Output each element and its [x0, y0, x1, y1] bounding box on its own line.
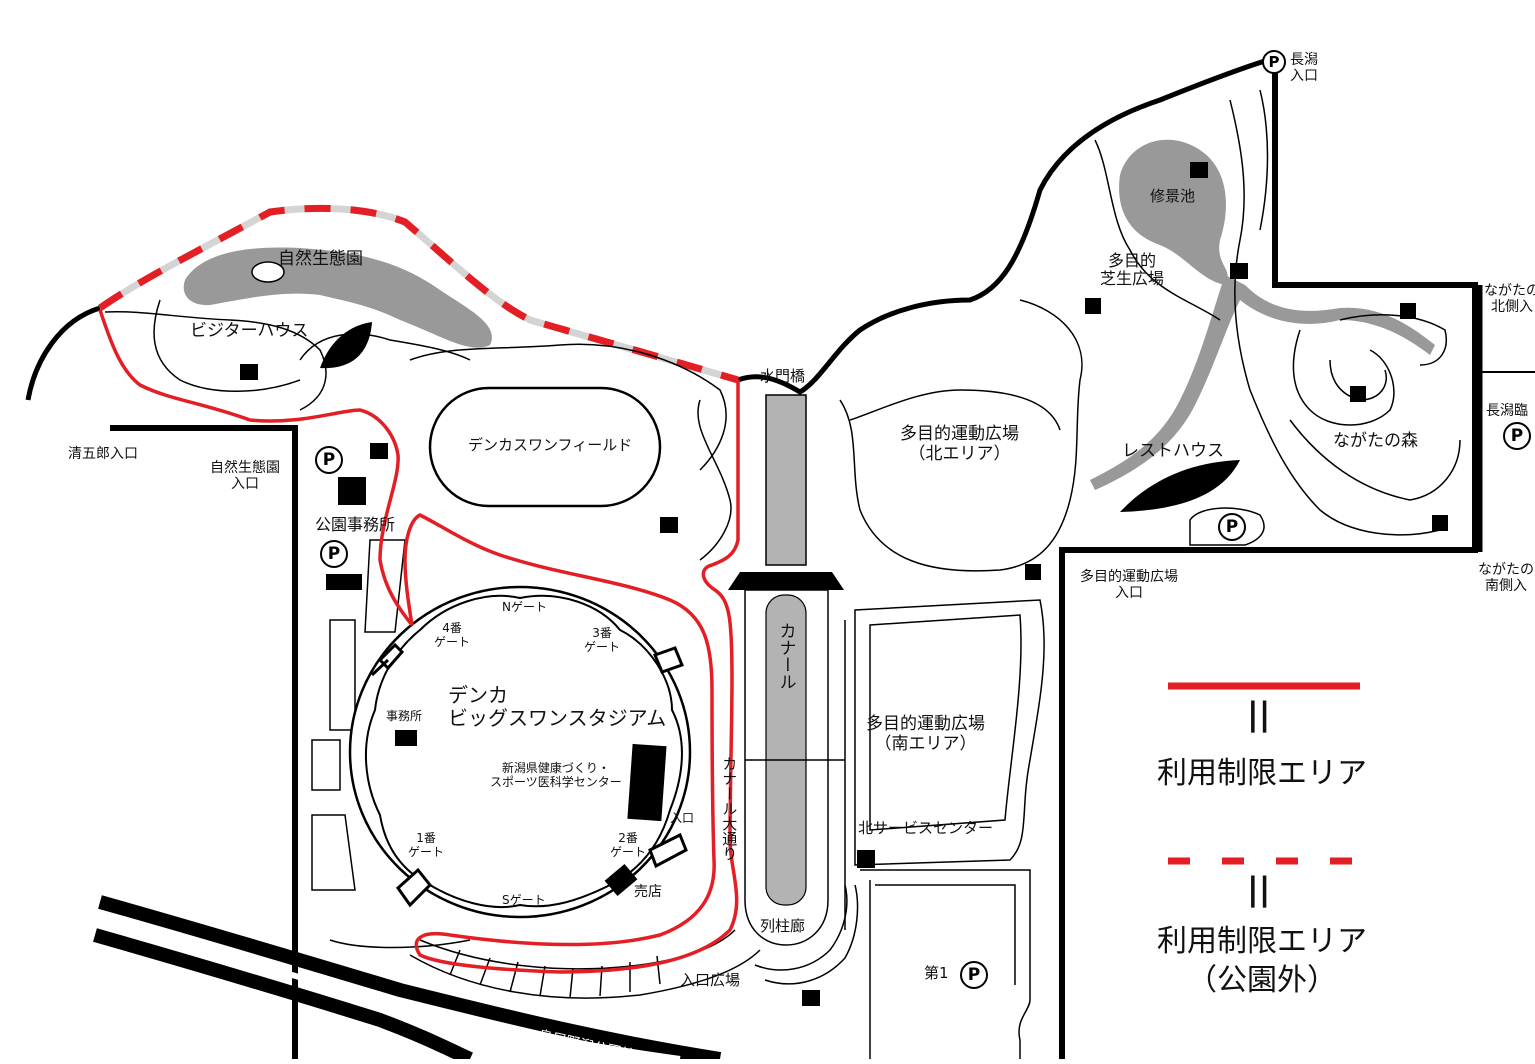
entrance-plaza-label: 入口広場: [680, 971, 741, 989]
nagata-mori-label: ながたの森: [1333, 431, 1418, 451]
canal-label: カナール: [775, 622, 796, 690]
tamokuteki-shiba-label: 多目的 芝生広場: [1100, 251, 1165, 289]
parking-icon[interactable]: P: [320, 540, 348, 568]
parking-icon[interactable]: P: [1503, 422, 1531, 450]
south-plaza-label: 多目的運動広場 （南エリア）: [866, 714, 985, 754]
restricted-route: [98, 309, 740, 974]
legend-restricted-label: 利用制限エリア: [1157, 756, 1367, 791]
canal-water: [765, 594, 807, 906]
parking-icon[interactable]: P: [1218, 513, 1246, 541]
creek-gray: [1090, 275, 1435, 490]
stadium-inner: [365, 594, 683, 909]
suimonbashi-label: 水門橋: [760, 367, 806, 385]
park-boundary-east: [1059, 58, 1478, 1059]
visitor-house-leaf: [320, 322, 372, 369]
park-boundary-north-east: [737, 55, 1276, 395]
north-plaza-label: 多目的運動広場 （北エリア）: [900, 424, 1019, 464]
denka-swan-field-track: [428, 386, 662, 508]
shizen-pond-island: [251, 261, 285, 283]
sports-center-building: [627, 743, 667, 822]
stadium-label: デンカ ビッグスワンスタジアム: [448, 683, 667, 730]
nagata-south-entrance-label: ながたの 南側入: [1478, 562, 1534, 595]
park-boundary-west-road: [110, 425, 298, 1059]
sports-center-label: 新潟県健康づくり・ スポーツ医科学センター: [490, 761, 622, 789]
parking-icon[interactable]: P: [960, 961, 988, 989]
restricted-outside-path-red: [97, 204, 739, 384]
denka-swan-field-label: デンカスワンフィールド: [468, 436, 633, 454]
nagata-rinkai-label: 長潟臨: [1486, 403, 1528, 419]
gate3-label: 3番 ゲート: [584, 626, 621, 654]
legend-equals-icon: ||: [1247, 870, 1271, 908]
shizen-entrance-label: 自然生態園 入口: [210, 460, 280, 493]
north-service-label: 北サービスセンター: [858, 819, 994, 837]
baiten-label: 売店: [634, 884, 662, 900]
koen-office-label: 公園事務所: [315, 515, 396, 534]
nagata-north-entrance-label: ながたの 北側入: [1484, 283, 1535, 316]
plaza-entrance-label: 多目的運動広場 入口: [1080, 569, 1178, 602]
s-gate-label: Sゲート: [502, 893, 546, 907]
parking1-label: 第1: [924, 964, 949, 982]
gate1-label: 1番 ゲート: [408, 831, 445, 859]
park-boundary-west: [25, 305, 101, 401]
jimusho-label: 事務所: [386, 709, 423, 723]
canal-bridge: [728, 572, 844, 590]
seigoro-entrance-label: 清五郎入口: [68, 446, 138, 462]
shizen-seitaien-label: 自然生態園: [278, 249, 363, 269]
n-gate-label: Nゲート: [502, 600, 547, 614]
shukeichi-label: 修景池: [1150, 187, 1196, 205]
gate4-label: 4番 ゲート: [434, 621, 471, 649]
canal-street-label: カナール大通り: [720, 756, 739, 861]
canal-north: [765, 394, 807, 566]
baiten-box: [604, 863, 638, 897]
rest-house-building: [1120, 460, 1240, 512]
parking-icon[interactable]: P: [315, 446, 343, 474]
parking-icon[interactable]: P: [1262, 50, 1286, 74]
nagata-entrance-label: 長潟 入口: [1290, 52, 1318, 85]
facility-squares: [240, 162, 1448, 1006]
legend-restricted-outside-label: 利用制限エリア （公園外）: [1157, 924, 1367, 998]
rest-house-label: レストハウス: [1122, 441, 1224, 461]
south-seating: [409, 884, 859, 999]
road-upper: [98, 895, 722, 1059]
stadium-office-box: [395, 730, 417, 746]
park-paths: [104, 89, 1461, 1059]
gate2-label: 2番 ゲート: [610, 831, 647, 859]
iriguchi-label: 入口: [670, 811, 695, 825]
visitor-house-label: ビジターハウス: [190, 321, 309, 341]
retsuchuro-label: 列柱廊: [760, 917, 806, 935]
road-inner: [96, 915, 681, 1059]
stadium-gates: [370, 642, 688, 908]
legend-equals-icon: ||: [1247, 695, 1271, 733]
road-lower: [93, 928, 473, 1059]
